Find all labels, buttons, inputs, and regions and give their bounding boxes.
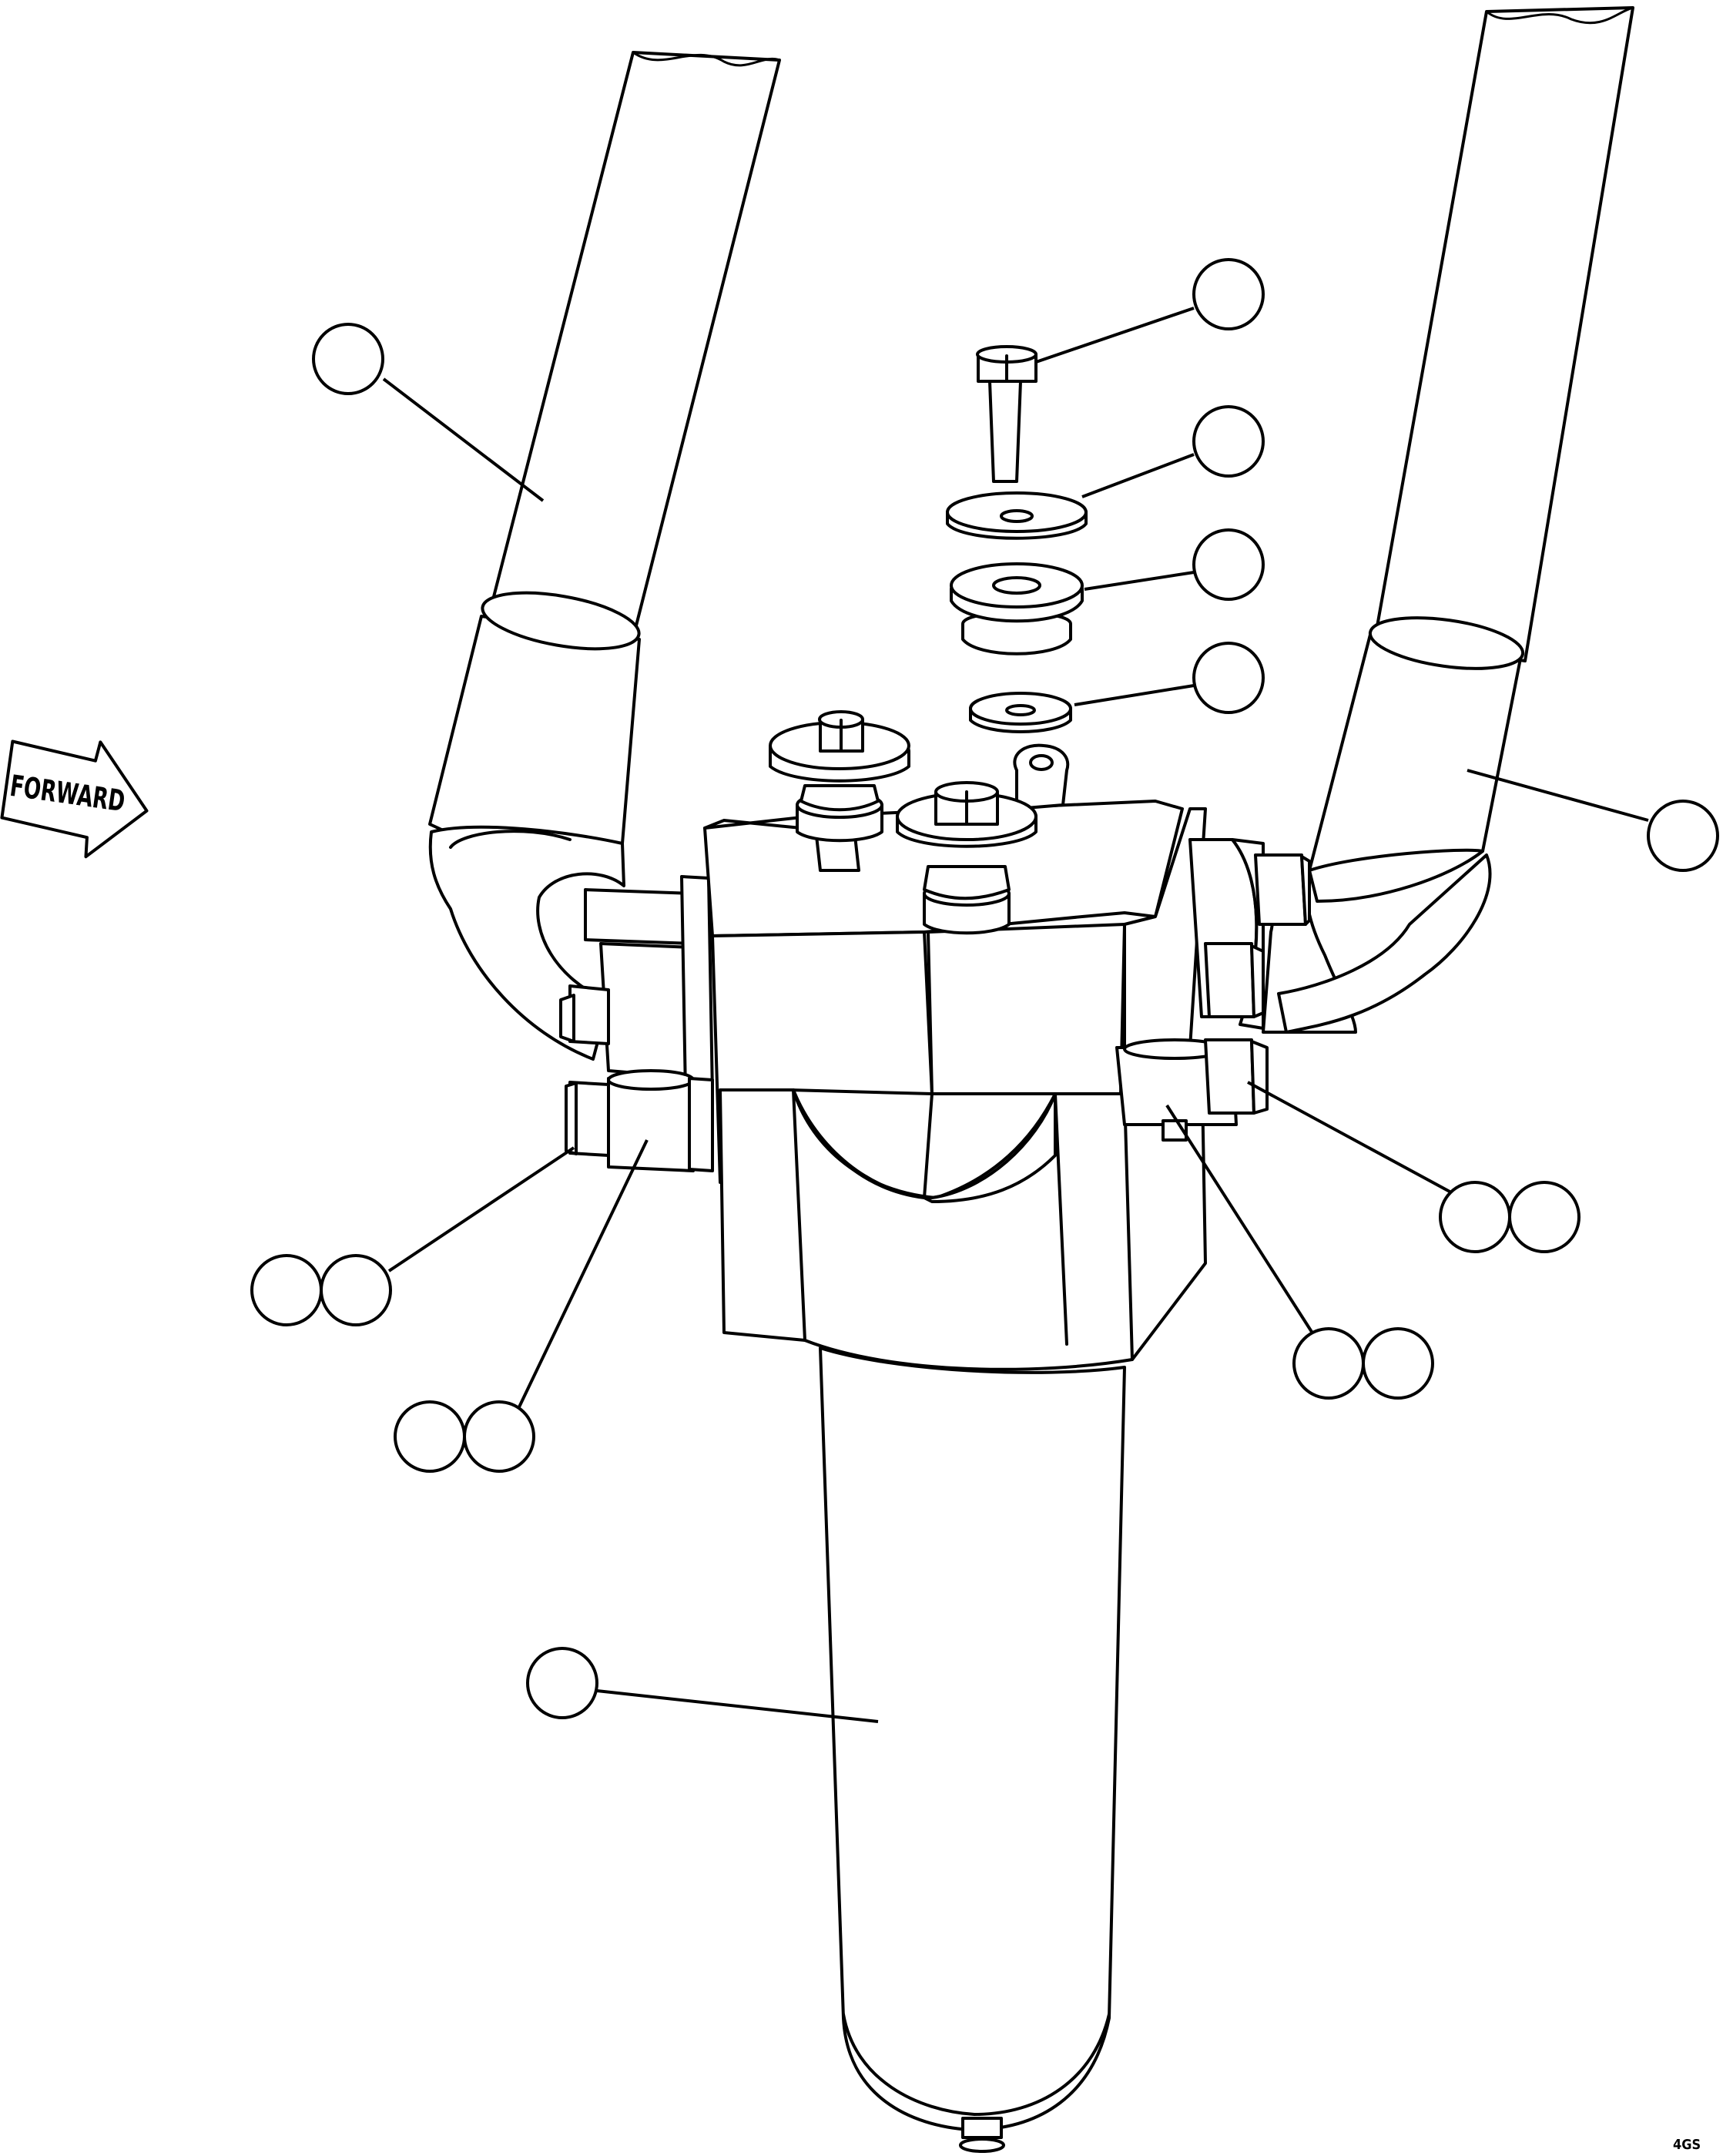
callout-bubble xyxy=(526,1647,598,1719)
callout-bubble xyxy=(1362,1327,1434,1400)
right-hose xyxy=(1239,6,1634,1034)
filter-canister xyxy=(819,1346,1126,2153)
callout-bubble xyxy=(1192,528,1265,601)
exploded-washer-top xyxy=(946,491,1088,540)
left-flange xyxy=(559,875,714,1095)
lower-left-bolt xyxy=(565,1069,714,1172)
callout-bubbles xyxy=(250,258,1719,1719)
installed-mount-bolt-right xyxy=(896,781,1037,935)
callout-bubble xyxy=(463,1400,535,1473)
callout-bubble xyxy=(1508,1181,1581,1253)
callout-bubble xyxy=(1192,642,1265,714)
callout-bubble xyxy=(312,323,384,395)
callout-bubble xyxy=(1439,1181,1511,1253)
callout-bubble xyxy=(1192,258,1265,330)
exploded-bolt xyxy=(976,345,1037,483)
callout-bubble xyxy=(394,1400,466,1473)
forward-direction-arrow: FORWARD xyxy=(0,739,149,859)
callout-bubble xyxy=(1292,1327,1365,1400)
drawing-code: 4GS xyxy=(1673,2137,1701,2153)
callout-bubble xyxy=(320,1254,392,1326)
callout-bubble xyxy=(250,1254,323,1326)
callout-leaders xyxy=(382,307,1649,1723)
filter-head-block xyxy=(703,743,1207,1371)
exploded-washer-bottom xyxy=(969,692,1072,733)
exploded-isolator xyxy=(950,562,1084,656)
callout-bubble xyxy=(1647,800,1719,872)
installed-mount-bolt-left xyxy=(769,710,910,872)
callout-bubble xyxy=(1192,405,1265,478)
right-flange-bolts xyxy=(1162,853,1311,1142)
